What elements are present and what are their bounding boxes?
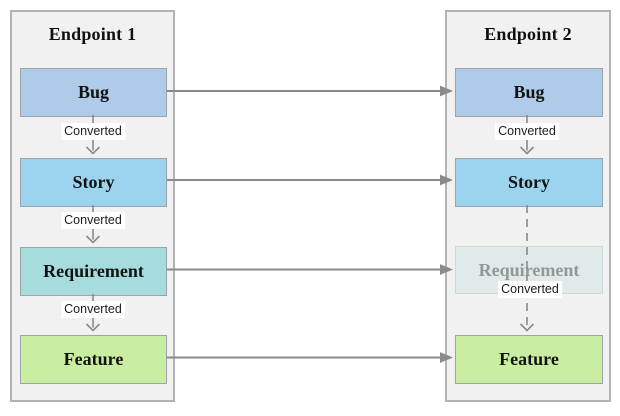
arrow-story-to-story bbox=[167, 174, 453, 186]
node-label: Story bbox=[508, 172, 550, 192]
arrow-feature-to-feature bbox=[167, 352, 453, 363]
node-endpoint2-bug: Bug bbox=[455, 68, 603, 117]
node-label: Story bbox=[72, 172, 115, 192]
node-label: Feature bbox=[63, 349, 124, 369]
arrow-requirement-to-requirement bbox=[167, 264, 453, 275]
node-label: Bug bbox=[77, 82, 110, 102]
node-endpoint2-story: Story bbox=[455, 158, 603, 207]
node-endpoint1-requirement: Requirement bbox=[20, 247, 167, 296]
edge-label-converted: Converted bbox=[495, 123, 559, 140]
panel-title-endpoint-1: Endpoint 1 bbox=[48, 24, 137, 44]
node-label: Feature bbox=[499, 349, 559, 369]
node-endpoint1-feature: Feature bbox=[20, 335, 167, 384]
edge-label-converted: Converted bbox=[498, 281, 562, 298]
node-label: Requirement bbox=[478, 259, 580, 280]
node-label: Requirement bbox=[43, 261, 144, 281]
panel-endpoint-1: Endpoint 1 Bug Story Requirement Feature bbox=[10, 10, 175, 402]
edge-label-converted: Converted bbox=[61, 212, 125, 229]
node-endpoint1-bug: Bug bbox=[20, 68, 167, 117]
edge-label-converted: Converted bbox=[61, 123, 125, 140]
node-endpoint1-story: Story bbox=[20, 158, 167, 207]
node-endpoint2-feature: Feature bbox=[455, 335, 603, 384]
panel-title-endpoint-2: Endpoint 2 bbox=[484, 24, 572, 44]
panel-endpoint-2: Endpoint 2 Bug Story Requirement Feature bbox=[445, 10, 611, 402]
node-label: Bug bbox=[513, 82, 545, 102]
edge-label-converted: Converted bbox=[61, 301, 125, 318]
arrow-bug-to-bug bbox=[167, 85, 453, 97]
